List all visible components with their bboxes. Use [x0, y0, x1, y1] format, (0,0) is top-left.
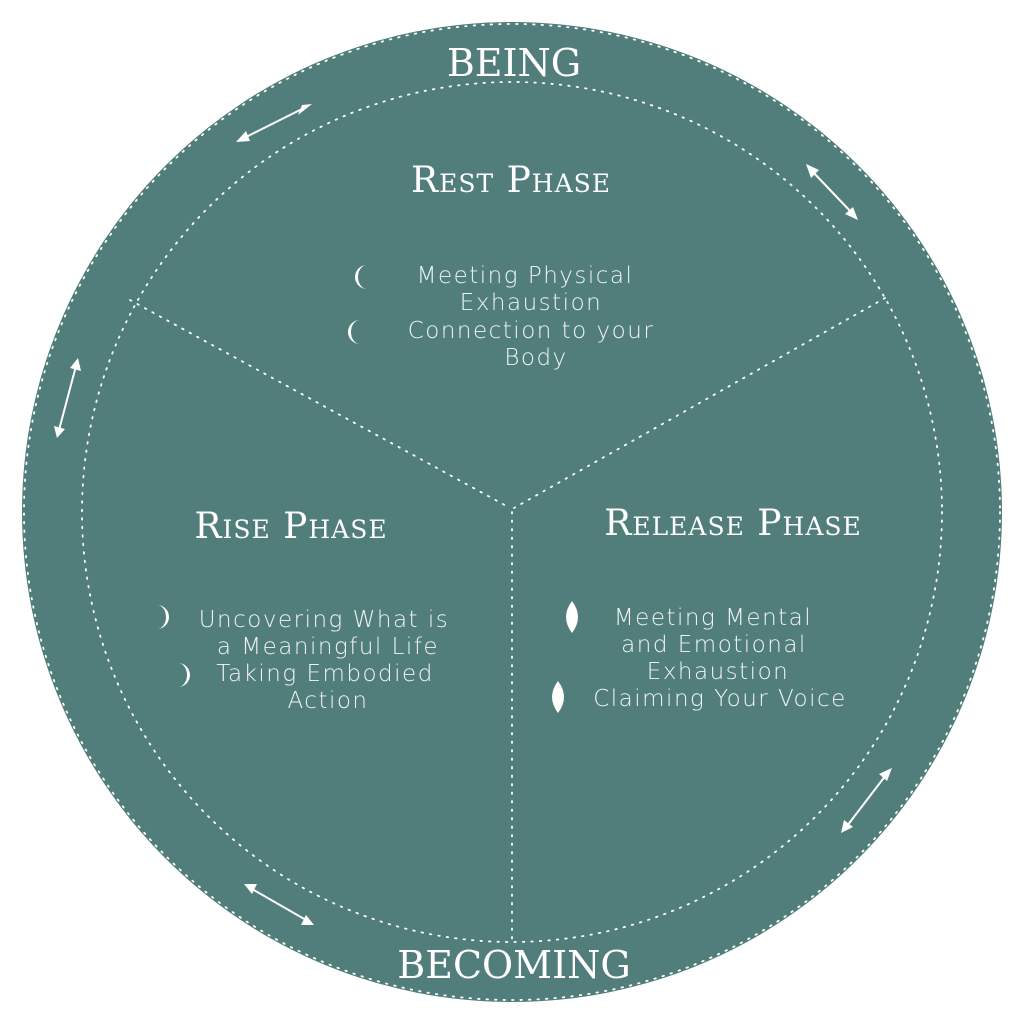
waxing-crescent-moon-icon	[178, 663, 190, 687]
rest-item-1-line-2: Exhaustion	[460, 290, 602, 316]
moon-sliver-icon	[552, 681, 564, 713]
rest-phase-title: Rest Phase	[411, 160, 611, 201]
rise-phase-title: Rise Phase	[194, 506, 387, 547]
waxing-crescent-moon-icon	[157, 605, 169, 629]
double-arrow-icon	[236, 104, 312, 142]
inner-dotted-ring	[81, 81, 943, 943]
rise-item-2-line-1: Taking Embodied	[216, 661, 434, 687]
double-arrow-icon	[54, 358, 81, 438]
waning-crescent-moon-icon	[355, 265, 367, 289]
outer-dotted-ring	[23, 23, 1001, 1001]
double-arrow-icon	[244, 884, 314, 925]
label-becoming: BECOMING	[397, 943, 630, 987]
rise-item-1-line-1: Uncovering What is	[199, 607, 450, 633]
rest-item-1-line-1: Meeting Physical	[417, 263, 634, 289]
label-being: BEING	[447, 41, 581, 85]
divider-right	[513, 297, 886, 509]
moon-sliver-icon	[566, 601, 578, 633]
rest-item-2-line-2: Body	[504, 345, 567, 371]
double-arrow-icon	[841, 768, 892, 833]
rise-item-1-line-2: a Meaningful Life	[217, 634, 439, 660]
double-arrow-icon	[806, 164, 858, 220]
rest-item-2-line-1: Connection to your	[408, 318, 655, 344]
rise-item-2-line-2: Action	[287, 688, 368, 714]
release-item-2-line-1: Claiming Your Voice	[593, 686, 847, 712]
release-item-1-line-3: Exhaustion	[647, 659, 789, 685]
waning-crescent-moon-icon	[348, 320, 360, 344]
release-item-1-line-1: Meeting Mental	[614, 605, 812, 631]
release-phase-title: Release Phase	[604, 503, 862, 544]
release-item-1-line-2: and Emotional	[621, 632, 807, 658]
